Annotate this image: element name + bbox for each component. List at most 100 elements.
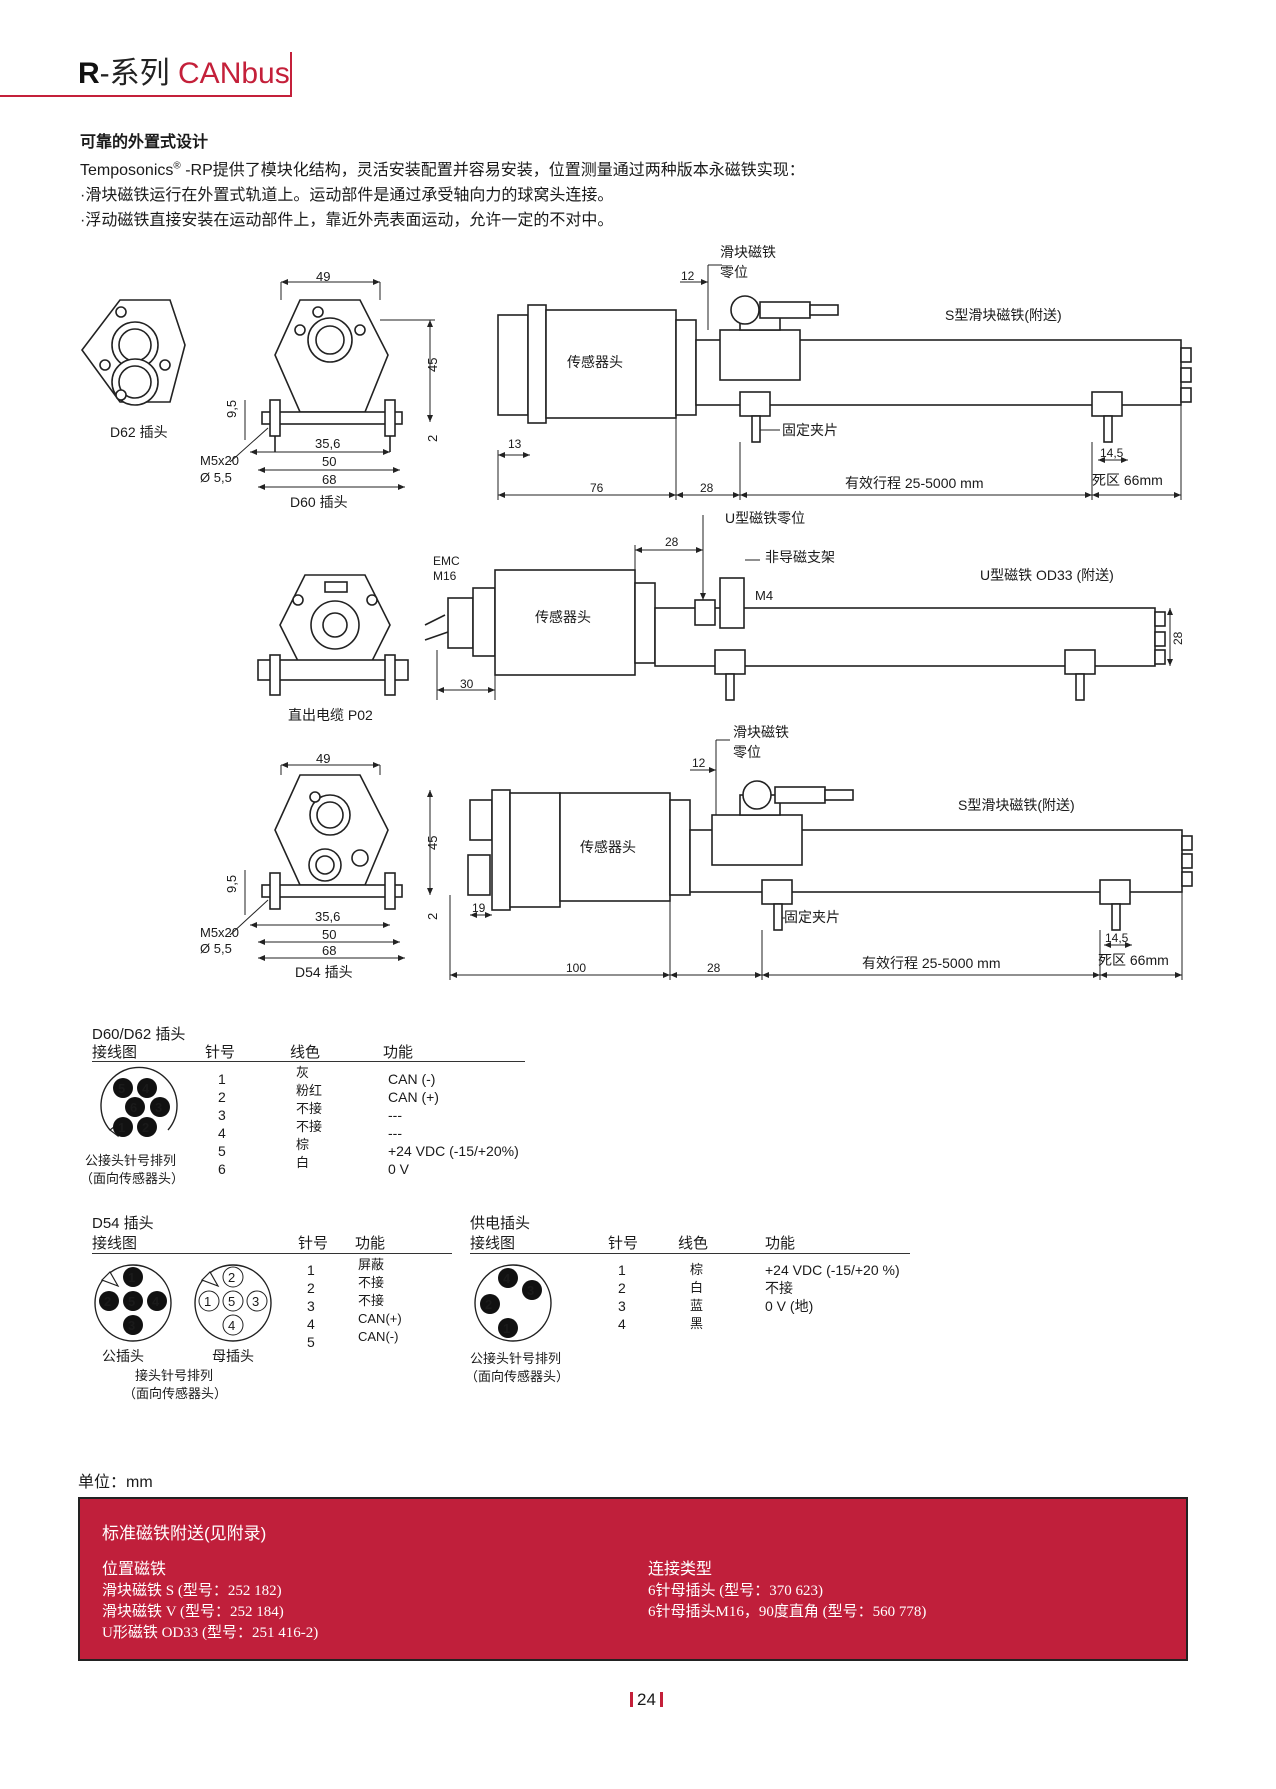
pin-number: 2 [307, 1280, 315, 1296]
sensor-head-label-1: 传感器头 [567, 354, 623, 370]
dim-14-5: 14,5 [1100, 446, 1124, 460]
pin-3: 3 [527, 1283, 534, 1298]
position-magnets-column: 位置磁铁 滑块磁铁 S (型号：252 182) 滑块磁铁 V (型号：252 … [102, 1555, 318, 1644]
col-header: 接线图 [92, 1235, 138, 1252]
dim-12: 12 [681, 269, 695, 283]
dimension-drawings: D62 插头 49 45 9,5 2 35,6 50 68 M5x20 Ø 5,… [81, 244, 1193, 980]
d60-pin-diagram: 5 4 6 3 1 2 [100, 1066, 178, 1138]
pin-function: +24 VDC (-15/+20 %) [765, 1262, 900, 1278]
dim-9-5-d54: 9,5 [224, 875, 239, 893]
pin-2: 2 [228, 1270, 235, 1285]
s-magnet-label-1: S型滑块磁铁(附送) [945, 307, 1062, 323]
pin-4: 4 [152, 1294, 160, 1309]
zero-label-3: 零位 [733, 744, 761, 760]
pin-5: 5 [128, 1294, 135, 1309]
dim-76: 76 [590, 481, 604, 495]
wire-color: 蓝 [690, 1298, 704, 1313]
intro-text: -RP提供了模块化结构，灵活安装配置并容易安装，位置测量通过两种版本永磁铁实现： [180, 162, 805, 179]
d60-label: D60 插头 [290, 494, 348, 510]
pin-1: 1 [128, 1270, 135, 1285]
col-header: 针号 [608, 1235, 639, 1252]
slider-magnet-label-1: 滑块磁铁 [720, 244, 776, 260]
stroke-label-1: 有效行程 25-5000 mm [845, 475, 983, 491]
diagram-caption: （面向传感器头） [80, 1171, 185, 1186]
col-header: 功能 [355, 1235, 386, 1252]
pin-number: 1 [618, 1262, 626, 1278]
p02-cable-face [257, 574, 409, 696]
dim-50-d54: 50 [322, 927, 336, 942]
brand-name: Temposonics [80, 162, 174, 179]
dim-28-side: 28 [1171, 631, 1185, 645]
diagram-caption: 公接头针号排列 [85, 1153, 177, 1168]
dim-28-d54: 28 [707, 961, 721, 975]
dia-label: Ø 5,5 [200, 470, 232, 485]
series-suffix: -系列 [99, 57, 170, 90]
dim-68: 68 [322, 472, 336, 487]
d54-connector-face [261, 774, 403, 910]
col-header: 功能 [383, 1044, 414, 1061]
dim-12-d54: 12 [692, 756, 706, 770]
pin-2: 2 [485, 1297, 492, 1312]
pin-function: 0 V [388, 1161, 410, 1177]
dim-45: 45 [425, 358, 440, 372]
wire-color: 不接 [296, 1119, 323, 1134]
stroke-label-3: 有效行程 25-5000 mm [862, 955, 1000, 971]
sensor-side-view-3 [467, 780, 1193, 931]
series-letter: R [78, 57, 100, 90]
dim-30: 30 [460, 677, 474, 691]
dim-9-5: 9,5 [224, 400, 239, 418]
table-rule [92, 1253, 452, 1254]
page-number-value: 24 [637, 1690, 656, 1709]
page-number: 24 [626, 1690, 667, 1710]
pin-1: 1 [503, 1321, 510, 1336]
d62-label: D62 插头 [110, 424, 168, 440]
male-label: 公插头 [102, 1348, 144, 1364]
sensor-head-label-3: 传感器头 [580, 839, 636, 855]
pin-function: CAN (+) [388, 1089, 439, 1105]
pin-2: 2 [142, 1120, 149, 1135]
wire-color: 粉红 [296, 1083, 323, 1098]
wire-color: 灰 [296, 1065, 310, 1080]
emc-label: EMC [433, 554, 460, 568]
section-heading: 可靠的外置式设计 [80, 134, 209, 151]
header-rule [0, 95, 290, 97]
dim-49-d54: 49 [316, 751, 330, 766]
pin-number: 3 [618, 1298, 626, 1314]
pin-number: 4 [618, 1316, 626, 1332]
list-item: 6针母插头 (型号：370 623) [648, 1583, 823, 1599]
col-header: 针号 [298, 1235, 329, 1252]
diagram-caption: 接头针号排列 [135, 1368, 214, 1383]
diagram-caption: （面向传感器头） [123, 1386, 228, 1401]
m5-label: M5x20 [200, 453, 239, 468]
bus-name: CANbus [178, 57, 290, 90]
pin-function: +24 VDC (-15/+20%) [388, 1143, 519, 1159]
standard-magnets-box: 标准磁铁附送(见附录) 位置磁铁 滑块磁铁 S (型号：252 182) 滑块磁… [78, 1497, 1188, 1661]
registered-mark: ® [173, 160, 181, 172]
pin-number: 4 [307, 1316, 315, 1332]
diagram-caption: （面向传感器头） [465, 1369, 570, 1384]
box-title: 标准磁铁附送(见附录) [102, 1524, 267, 1543]
dim-68-d54: 68 [322, 943, 336, 958]
wire-color: 白 [296, 1155, 310, 1170]
pin-number: 6 [218, 1161, 226, 1177]
pin-5: 5 [228, 1294, 235, 1309]
pin-number: 5 [307, 1334, 315, 1350]
pin-number: 3 [307, 1298, 315, 1314]
pin-number: 2 [218, 1089, 226, 1105]
dim-13: 13 [508, 437, 522, 451]
clamp-label-1: 固定夹片 [782, 422, 838, 438]
power-pin-diagram: 4 3 2 1 [474, 1264, 552, 1342]
s-magnet-label-3: S型滑块磁铁(附送) [958, 797, 1075, 813]
wire-color: 棕 [690, 1262, 704, 1277]
pin-1: 1 [204, 1294, 211, 1309]
dim-45-d54: 45 [425, 836, 440, 850]
u-zero-label: U型磁铁零位 [725, 510, 805, 526]
wire-color: 黑 [690, 1316, 704, 1331]
list-item: 滑块磁铁 S (型号：252 182) [102, 1583, 282, 1599]
pin-3: 3 [155, 1100, 162, 1115]
wire-color: 白 [690, 1280, 704, 1295]
male-plug-diagram: 1 2 5 4 3 [94, 1264, 172, 1342]
dead-zone-label-1: 死区 66mm [1092, 472, 1163, 488]
dead-zone-label-3: 死区 66mm [1098, 952, 1169, 968]
pin-number: 4 [218, 1125, 226, 1141]
